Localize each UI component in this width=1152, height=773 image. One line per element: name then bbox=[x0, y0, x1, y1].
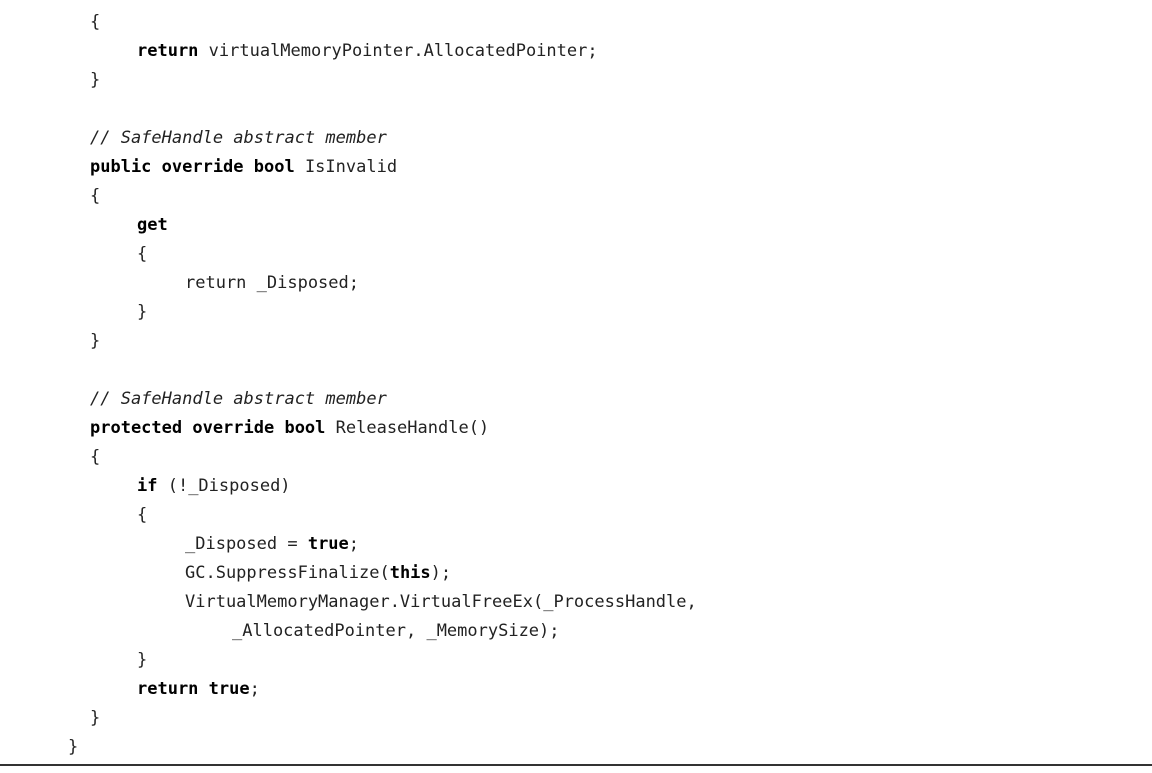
code-keyword: true bbox=[307, 533, 349, 554]
code-line: return true; bbox=[137, 675, 260, 704]
code-text: } bbox=[137, 301, 148, 322]
code-text: return _Disposed; bbox=[185, 272, 359, 293]
code-line: { bbox=[90, 443, 100, 472]
code-line: } bbox=[90, 704, 100, 733]
code-text: { bbox=[137, 243, 148, 264]
code-text: VirtualMemoryManager.VirtualFreeEx(_Proc… bbox=[185, 591, 697, 612]
code-line: if (!_Disposed) bbox=[137, 472, 291, 501]
code-text: } bbox=[90, 69, 101, 90]
code-line: return _Disposed; bbox=[185, 269, 359, 298]
code-text: (!_Disposed) bbox=[157, 475, 291, 496]
code-keyword: this bbox=[389, 562, 431, 583]
code-text: } bbox=[90, 330, 101, 351]
code-keyword: get bbox=[137, 214, 168, 235]
code-text: virtualMemoryPointer.AllocatedPointer; bbox=[198, 40, 598, 61]
code-text: { bbox=[90, 11, 101, 32]
code-text: { bbox=[90, 446, 101, 467]
code-text: ; bbox=[249, 678, 260, 699]
code-line: } bbox=[68, 733, 78, 762]
code-line: _AllocatedPointer, _MemorySize); bbox=[232, 617, 560, 646]
code-text: ReleaseHandle() bbox=[325, 417, 490, 438]
code-comment: // SafeHandle abstract member bbox=[90, 127, 387, 148]
code-line: protected override bool ReleaseHandle() bbox=[90, 414, 489, 443]
code-keyword: return true bbox=[137, 678, 250, 699]
code-line: } bbox=[137, 646, 147, 675]
code-text: IsInvalid bbox=[294, 156, 398, 177]
code-line: // SafeHandle abstract member bbox=[90, 385, 387, 414]
code-keyword: return bbox=[137, 40, 199, 61]
code-line: return virtualMemoryPointer.AllocatedPoi… bbox=[137, 37, 598, 66]
code-text: _Disposed = bbox=[185, 533, 308, 554]
code-keyword: protected override bool bbox=[90, 417, 326, 438]
bottom-rule bbox=[0, 764, 1152, 766]
code-text: ; bbox=[348, 533, 360, 554]
code-line: } bbox=[90, 327, 100, 356]
code-keyword: public override bool bbox=[90, 156, 295, 177]
code-text: } bbox=[68, 736, 79, 757]
code-comment: // SafeHandle abstract member bbox=[90, 388, 387, 409]
code-text: } bbox=[137, 649, 148, 670]
code-line: VirtualMemoryManager.VirtualFreeEx(_Proc… bbox=[185, 588, 697, 617]
code-text: ); bbox=[430, 562, 452, 583]
code-line: { bbox=[90, 182, 100, 211]
code-line: _Disposed = true; bbox=[185, 530, 359, 559]
code-text: } bbox=[90, 707, 101, 728]
code-line: get bbox=[137, 211, 168, 240]
code-text: GC.SuppressFinalize( bbox=[185, 562, 390, 583]
code-line: { bbox=[137, 501, 147, 530]
code-line: { bbox=[90, 8, 100, 37]
code-line: public override bool IsInvalid bbox=[90, 153, 397, 182]
code-line: GC.SuppressFinalize(this); bbox=[185, 559, 451, 588]
code-keyword: if bbox=[137, 475, 158, 496]
code-text: { bbox=[137, 504, 148, 525]
code-line: { bbox=[137, 240, 147, 269]
code-line: } bbox=[90, 66, 100, 95]
code-line: } bbox=[137, 298, 147, 327]
code-line: // SafeHandle abstract member bbox=[90, 124, 387, 153]
code-text: _AllocatedPointer, _MemorySize); bbox=[232, 620, 560, 641]
code-text: { bbox=[90, 185, 101, 206]
